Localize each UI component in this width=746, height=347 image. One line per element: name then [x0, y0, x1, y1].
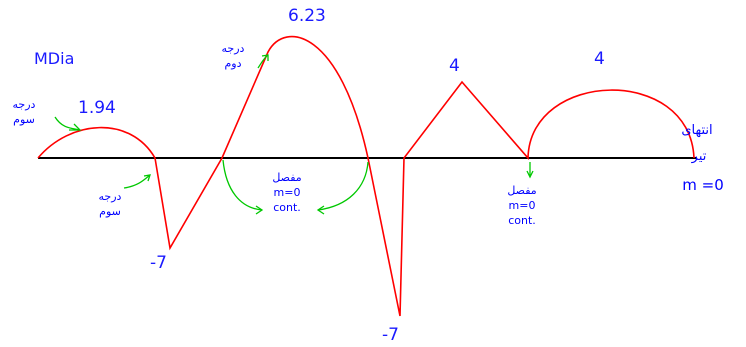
- note-hinge-b-line3: cont.: [508, 214, 536, 227]
- note-second-degree-line2: دوم: [224, 57, 241, 70]
- value-peak-1: 1.94: [78, 98, 116, 118]
- note-hinge-b-line1: مفصل: [507, 184, 536, 197]
- value-peak-3: 4: [449, 56, 460, 76]
- arrow-hinge-a: [222, 159, 263, 211]
- moment-curve: [37, 36, 695, 317]
- arrow-third-degree-b: [123, 174, 151, 189]
- note-beam-end-line1: انتهای: [681, 123, 712, 138]
- value-peak-4: 4: [594, 49, 605, 69]
- note-hinge-b-line2: m=0: [509, 199, 536, 212]
- note-third-degree-a-line2: سوم: [13, 113, 35, 126]
- arrow-head-third-degree-a: [69, 123, 82, 131]
- arrow-third-degree-a: [54, 116, 81, 131]
- note-beam-end-line3: m =0: [682, 176, 724, 194]
- diagram-title: MDia: [34, 49, 74, 68]
- note-third-degree-b-line1: درجه: [99, 190, 122, 203]
- note-hinge-a-line3: cont.: [273, 201, 301, 214]
- arrow-head-second-degree: [261, 54, 269, 61]
- note-hinge-a-line2: m=0: [274, 186, 301, 199]
- note-second-degree-line1: درجه: [222, 42, 245, 55]
- arrow-hinge-b: [317, 161, 369, 211]
- note-beam-end-line2: تیر: [691, 149, 707, 164]
- arrow-second-degree: [257, 54, 269, 69]
- note-third-degree-a-line1: درجه: [13, 98, 36, 111]
- note-third-degree-b-line2: سوم: [99, 205, 121, 218]
- arrow-head-hinge-a: [255, 205, 264, 215]
- value-trough-2: -7: [382, 325, 399, 345]
- arrow-head-hinge-c: [526, 170, 534, 179]
- value-peak-2: 6.23: [288, 6, 326, 26]
- arrow-head-hinge-b: [316, 205, 325, 215]
- value-trough-1: -7: [150, 253, 167, 273]
- arrow-head-third-degree-b: [143, 174, 151, 182]
- note-hinge-a-line1: مفصل: [272, 171, 301, 184]
